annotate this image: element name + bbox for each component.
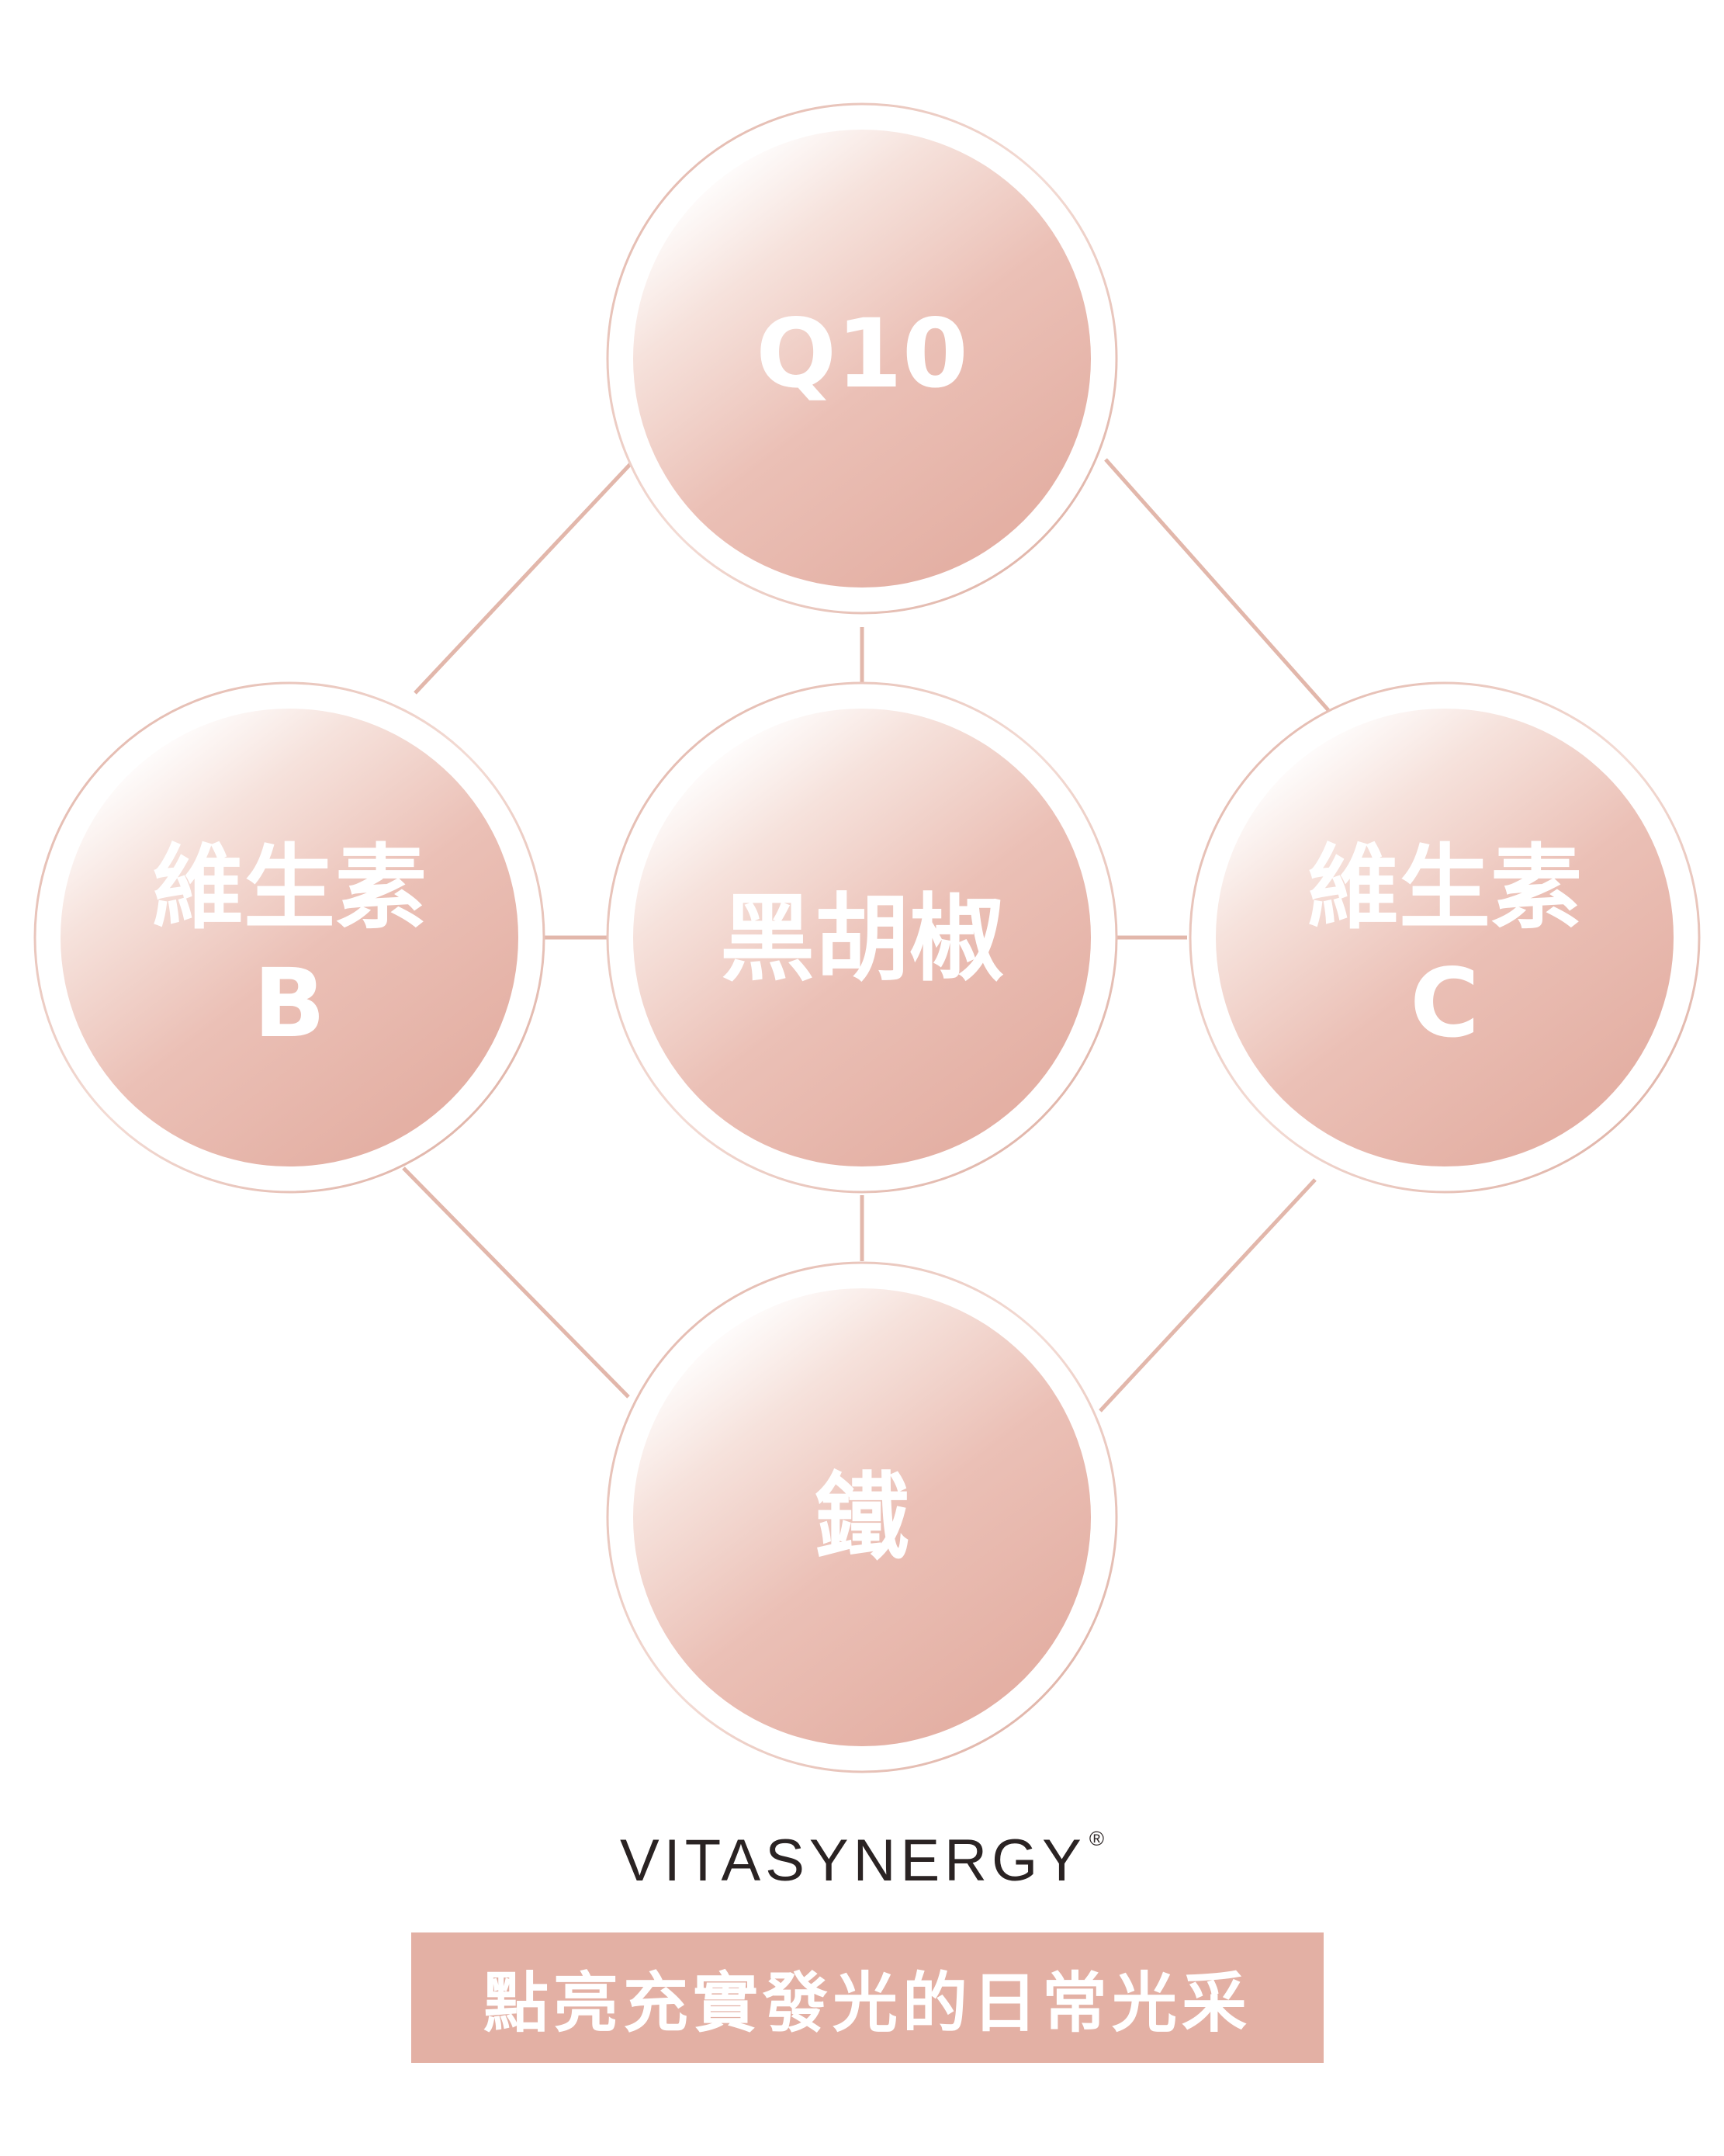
registered-mark: ®: [1089, 1827, 1105, 1850]
node-vitamin-c-label-line1: 維生素: [1307, 834, 1582, 941]
ingredient-diagram: Q10 維生素 B 黑胡椒 維生素 C 鐵: [33, 102, 1701, 1773]
node-vitamin-b-label-line1: 維生素: [152, 834, 427, 941]
node-vitamin-c-ball: [1216, 709, 1674, 1166]
node-iron-ball: [633, 1288, 1091, 1746]
node-iron: 鐵: [606, 1261, 1118, 1773]
node-vitamin-c: 維生素 C: [1189, 681, 1701, 1194]
node-black-pepper-ball: [633, 709, 1091, 1166]
connector-top-right: [1104, 458, 1330, 712]
node-q10: Q10: [606, 102, 1118, 615]
node-vitamin-b-ball: [61, 709, 518, 1166]
connector-top-left: [414, 458, 636, 695]
brand-logo: VITASYNERGY®: [0, 1828, 1724, 1891]
node-black-pepper: 黑胡椒: [606, 681, 1118, 1194]
tagline-text: 點亮充實發光的日常光采: [483, 1964, 1251, 2041]
node-iron-label: 鐵: [815, 1463, 909, 1573]
node-vitamin-c-label-line2: C: [1410, 948, 1480, 1059]
brand-name: VITASYNERGY: [619, 1828, 1086, 1894]
tagline-banner: 點亮充實發光的日常光采: [411, 1932, 1324, 2063]
node-q10-label: Q10: [756, 299, 968, 409]
connector-lines: [402, 458, 1330, 1412]
node-vitamin-b: 維生素 B: [33, 681, 545, 1194]
connector-right-bottom: [1099, 1178, 1317, 1412]
node-q10-ball: [633, 130, 1091, 588]
node-black-pepper-label: 黑胡椒: [720, 884, 1004, 994]
connector-left-bottom: [402, 1166, 630, 1399]
node-vitamin-b-label-line2: B: [254, 948, 326, 1059]
